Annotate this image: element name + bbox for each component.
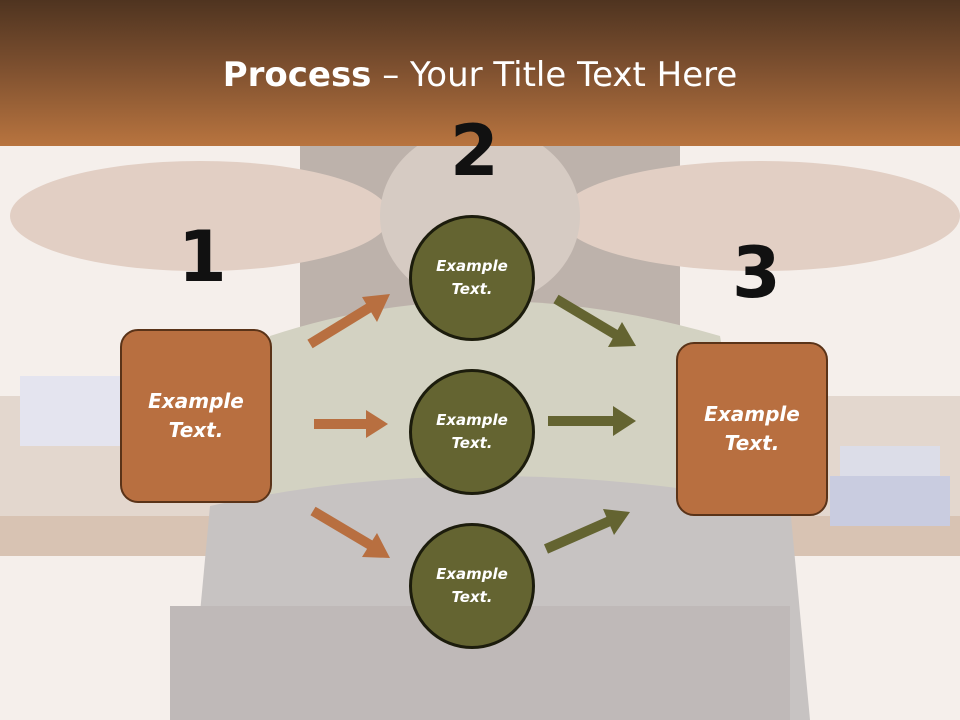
circle-bottom: Example Text.	[409, 523, 535, 649]
arrow-middle-to-right	[548, 406, 636, 436]
arrow-top-to-right	[553, 294, 636, 347]
arrow-bottom-to-right	[543, 509, 630, 554]
step-number-3: 3	[732, 232, 781, 314]
title-banner	[0, 0, 960, 146]
step-number-2: 2	[450, 110, 499, 192]
step-number-1: 1	[178, 216, 227, 298]
arrow-left-to-top	[307, 294, 390, 349]
circle-top: Example Text.	[409, 215, 535, 341]
title-bold: Process	[222, 55, 372, 95]
title-rest: – Your Title Text Here	[371, 55, 738, 95]
arrow-left-to-middle	[314, 410, 388, 438]
left-box: Example Text.	[120, 329, 272, 503]
slide-title: Process – Your Title Text Here	[0, 52, 960, 98]
circle-middle: Example Text.	[409, 369, 535, 495]
arrow-left-to-bottom	[310, 506, 390, 558]
right-box: Example Text.	[676, 342, 828, 516]
